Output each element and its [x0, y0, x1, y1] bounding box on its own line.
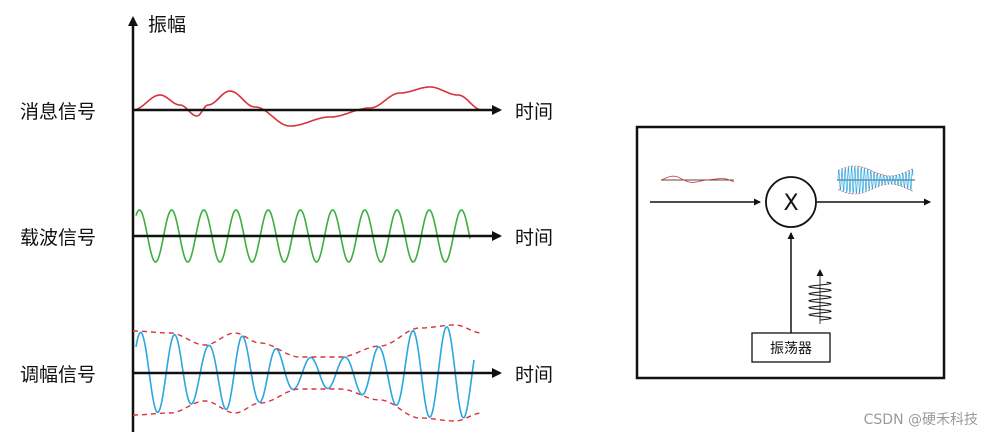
am-envelope-top [133, 324, 482, 358]
output-thumb-envelope-top [837, 165, 914, 177]
message-time-label: 时间 [515, 101, 553, 123]
am-time-label: 时间 [515, 364, 553, 386]
am-wave [135, 326, 475, 419]
carrier-wave [135, 209, 471, 263]
output-thumb-wave [837, 165, 914, 194]
multiplier-circle [765, 176, 817, 228]
amplitude-axis-label: 振幅 [148, 14, 186, 36]
am-envelope-bottom [133, 388, 482, 422]
message-wave [132, 86, 483, 127]
watermark: CSDN @硬禾科技 [863, 412, 978, 428]
input-thumb-wave [660, 175, 735, 183]
am-signal-label: 调幅信号 [20, 364, 96, 386]
carrier-time-label: 时间 [515, 227, 553, 249]
multiplier-symbol: X [783, 191, 798, 216]
oscillator-label: 振荡器 [770, 341, 812, 357]
oscillator-box [751, 332, 831, 363]
carrier-signal-label: 载波信号 [20, 227, 96, 249]
oscillator-sine-icon [808, 281, 832, 321]
message-signal-label: 消息信号 [20, 101, 96, 123]
